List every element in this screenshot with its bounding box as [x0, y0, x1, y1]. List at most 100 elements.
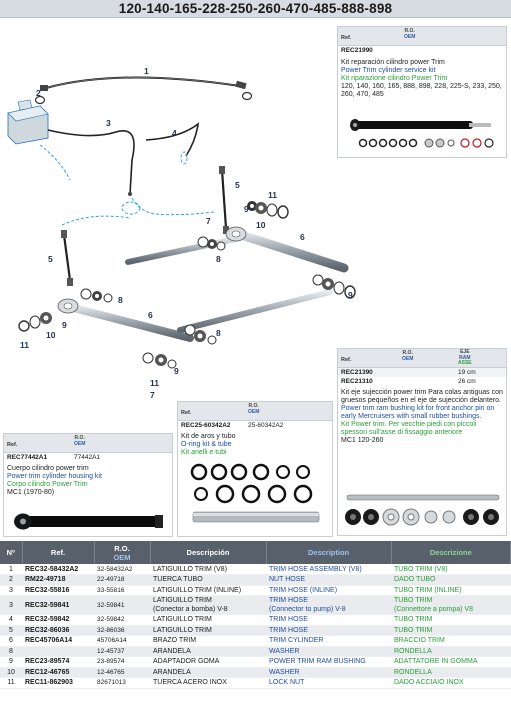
oem-label: OEM: [74, 440, 86, 447]
callout-8b: 8: [118, 295, 123, 305]
oem-ro-label: R.O.: [74, 435, 85, 441]
trim-cylinder-lower: [57, 289, 333, 342]
row-desc-it: TUBO TRIM (INLINE): [391, 585, 511, 596]
kit-ref-26: REC21310: [341, 378, 373, 385]
cylinder-housing-box: Ref. R.O. OEM REC77442A1 77442A1 Cuerpo …: [3, 433, 173, 537]
callout-5a: 5: [235, 180, 240, 190]
row-desc-en: TRIM HOSE (INLINE): [266, 585, 391, 596]
row-desc-en: TRIM HOSE(Connector to pump) V-8: [266, 595, 391, 615]
row-no: 3: [0, 585, 22, 596]
row-desc-en: TRIM CYLINDER: [266, 635, 391, 647]
col-desc-es: Descripción: [150, 541, 267, 564]
row-desc-es: BRAZO TRIM: [150, 635, 266, 647]
col-ref: Ref.: [22, 541, 95, 564]
row-desc-es: ARANDELA: [150, 667, 266, 678]
cylinder-housing-photo: [14, 513, 163, 530]
row-desc-it: RONDELLA: [391, 646, 511, 657]
desc-en: Power trim ram bushing kit for front anc…: [341, 405, 495, 420]
row-oem: 32-59841: [94, 595, 150, 615]
desc-en: Power Trim cylinder service kit: [341, 67, 436, 74]
row-desc-es: LATIGUILLO TRIM: [150, 614, 266, 626]
parts-table-header: Nº Ref. R.O.OEM Descripción Description …: [0, 541, 511, 564]
models: 120, 140, 160, 165, 888, 898, 228, 225-S…: [341, 83, 502, 98]
desc-es: Kit reparación cilindro power Trim: [341, 59, 445, 66]
desc-it: Corpo cilindro Power Trim: [7, 481, 88, 488]
row-no: 10: [0, 667, 22, 678]
eje-label: EJE: [460, 349, 470, 355]
row-desc-es: ARANDELA: [150, 646, 266, 657]
page-title: 120-140-165-228-250-260-470-485-888-898: [0, 0, 511, 18]
kit-size-26: 26 cm: [458, 378, 476, 385]
table-row: 3 REC32-59841 32-59841 LATIGUILLO TRIM(C…: [0, 595, 511, 615]
row-desc-en: POWER TRIM RAM BUSHING: [266, 656, 391, 668]
desc-it: Kit riparazione cilindro Power Trim: [341, 75, 448, 82]
hardware-mid-right: [312, 274, 356, 299]
row-oem: 23-89574: [94, 656, 150, 668]
row-oem: 32-58432A2: [94, 564, 150, 575]
row-desc-en: TRIM HOSE ASSEMBLY (V8): [266, 564, 391, 575]
desc-en: Power trim cylinder housing kit: [7, 473, 102, 480]
row-oem: 22-49718: [94, 574, 150, 586]
trim-pump-block: [7, 99, 49, 145]
row-ref: REC45706A14: [22, 635, 94, 647]
exploded-parts-diagram: 1 2 3 4 5 5 6 6 7 7 8 8 8 9 9 9 9 10 10 …: [7, 66, 356, 400]
row-no: 6: [0, 635, 22, 647]
row-ref: REC11-862903: [22, 677, 94, 689]
callout-11a: 11: [268, 190, 277, 200]
row-oem: 12-45737: [94, 646, 150, 657]
oem-label: OEM: [248, 408, 260, 415]
hose-1: [45, 76, 241, 89]
row-desc-it: BRACCIO TRIM: [391, 635, 511, 647]
callout-11c: 11: [150, 378, 159, 388]
cylinder-kit-photo: [350, 119, 494, 148]
oem-ro-label: R.O.: [404, 28, 415, 34]
row-desc-es: LATIGUILLO TRIM (INLINE): [150, 585, 266, 596]
table-row: 1 REC32-58432A2 32-58432A2 LATIGUILLO TR…: [0, 564, 511, 575]
kit-ref: REC25-60342A2: [181, 422, 231, 429]
table-row: 9 REC23-89574 23-89574 ADAPTADOR GOMA PO…: [0, 656, 511, 668]
ref-label: Ref.: [341, 35, 352, 41]
table-row: 3 REC32-55816 33-55816 LATIGUILLO TRIM (…: [0, 585, 511, 596]
row-oem: 33-55816: [94, 585, 150, 596]
row-desc-it: ADATTATORE IN GOMMA: [391, 656, 511, 668]
kit-ref: REC77442A1: [7, 454, 48, 461]
row-no: 11: [0, 677, 22, 689]
hardware-upper-right: [247, 201, 289, 219]
row-desc-it: TUBO TRIM: [391, 625, 511, 636]
callout-6b: 6: [148, 310, 153, 320]
col-desc-en: Description: [266, 541, 392, 564]
callout-9c: 9: [62, 320, 67, 330]
row-ref: REC12-46765: [22, 667, 94, 678]
oem-ro-label: R.O.: [402, 350, 413, 356]
row-oem: 32-59842: [94, 614, 150, 626]
trim-cylinder-upper: [125, 226, 349, 273]
callout-4: 4: [172, 128, 177, 138]
row-desc-it: DADO TUBO: [391, 574, 511, 586]
desc-it: Kit Power trim. Per vecchie piedi con pi…: [341, 421, 477, 436]
hardware-bottom: [142, 352, 177, 369]
callout-1: 1: [144, 66, 149, 76]
row-ref: RM22-49718: [22, 574, 94, 586]
row-no: 5: [0, 625, 22, 636]
hardware-lower-left: [18, 312, 52, 332]
row-desc-es: LATIGUILLO TRIM(Conector a bomba) V-8: [150, 595, 266, 615]
row-oem: 32-86036: [94, 625, 150, 636]
table-row: 8 12-45737 ARANDELA WASHER RONDELLA: [0, 646, 511, 657]
row-desc-en: WASHER: [266, 667, 391, 678]
callout-9a: 9: [244, 204, 249, 214]
table-row: 6 REC45706A14 45706A14 BRAZO TRIM TRIM C…: [0, 635, 511, 647]
row-desc-it: RONDELLA: [391, 667, 511, 678]
desc-es: Kit eje sujección power trim Para colas …: [341, 389, 503, 404]
row-oem: 82671013: [94, 677, 150, 689]
models: MC1 (1970-80): [7, 489, 55, 496]
row-desc-it: TUBO TRIM: [391, 614, 511, 626]
row-no: 4: [0, 614, 22, 626]
ram-bushing-kit-photo: [345, 494, 500, 526]
desc-en: O-ring kit & tube: [181, 441, 232, 448]
kit-oem: 77442A1: [74, 454, 101, 461]
row-ref: REC32-86036: [22, 625, 94, 636]
oem-label: OEM: [402, 355, 414, 362]
callout-9d: 9: [174, 366, 179, 376]
hardware-mid-left: [197, 236, 226, 251]
kit-size-19: 19 cm: [458, 369, 476, 376]
